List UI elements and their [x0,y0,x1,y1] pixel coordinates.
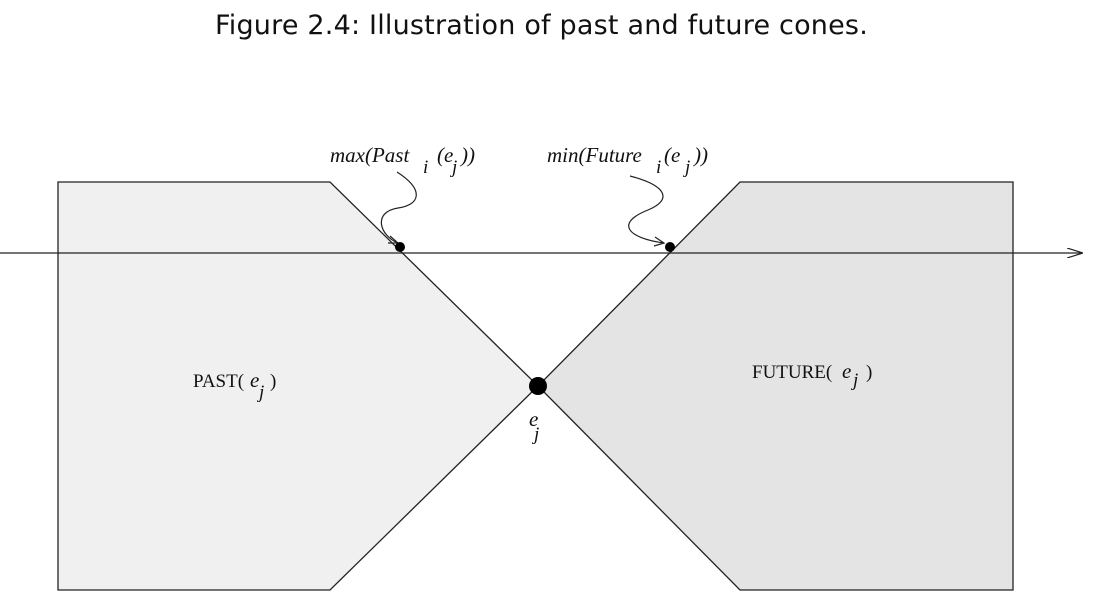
past-cone-region [57,181,539,591]
past-label-e: e [250,368,259,392]
past-label-sub: j [256,382,264,403]
min-future-pointer-arrowhead [653,236,666,247]
future-region-label: FUTURE( e j ) [752,359,872,391]
max-past-label-close: )) [460,143,475,167]
event-label-e: e [529,407,538,431]
past-region-label: PAST( e j ) [193,368,276,403]
future-cone-region [537,181,1014,591]
event-label-sub: j [531,424,539,445]
min-future-label-sub-i: i [656,157,661,178]
min-future-point [665,242,675,252]
past-label-main: PAST( [193,371,244,392]
future-label-e: e [842,359,851,383]
event-point [529,377,547,395]
max-past-label: max(Past i (e j )) [330,143,475,178]
max-past-label-sub-i: i [423,157,428,178]
future-label-close: ) [866,362,872,383]
past-label-close: ) [270,371,276,392]
max-past-label-sub-j: j [449,157,457,178]
figure-caption: Figure 2.4: Illustration of past and fut… [215,10,868,41]
future-label-main: FUTURE( [752,362,832,383]
future-label-sub: j [850,370,858,391]
event-label: e j [529,407,544,445]
max-past-label-mid: (e [437,143,453,167]
min-future-label: min(Future i (e j )) [547,143,708,178]
min-future-pointer [628,175,665,244]
max-past-label-pre: max(Past [330,143,410,167]
min-future-label-close: )) [693,143,708,167]
min-future-label-mid: (e [664,143,680,167]
max-past-point [395,242,405,252]
max-past-pointer [380,171,417,244]
min-future-label-pre: min(Future [547,143,642,167]
min-future-label-sub-j: j [682,157,690,178]
